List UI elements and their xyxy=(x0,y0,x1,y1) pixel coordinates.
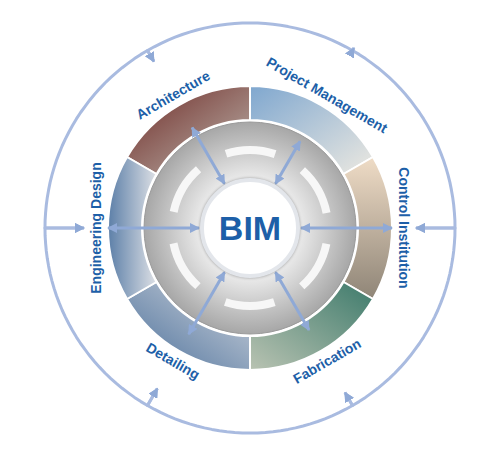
exchange-arrow xyxy=(276,141,301,184)
hub-circle: BIM xyxy=(200,178,300,278)
exchange-arrow xyxy=(189,272,225,334)
sector-label: Control Institution xyxy=(394,163,414,292)
exchange-arrow xyxy=(276,272,310,330)
exchange-arrow xyxy=(108,227,199,230)
sector-label: Engineering Design xyxy=(86,158,106,297)
exchange-arrow xyxy=(192,128,224,184)
sector-name: Control Institution xyxy=(396,167,412,288)
hub-title: BIM xyxy=(219,209,281,248)
exchange-arrow xyxy=(301,227,392,230)
outer-exchange-arrow xyxy=(148,389,353,434)
outer-exchange-arrow xyxy=(148,23,354,62)
sector-name: Engineering Design xyxy=(88,162,104,293)
